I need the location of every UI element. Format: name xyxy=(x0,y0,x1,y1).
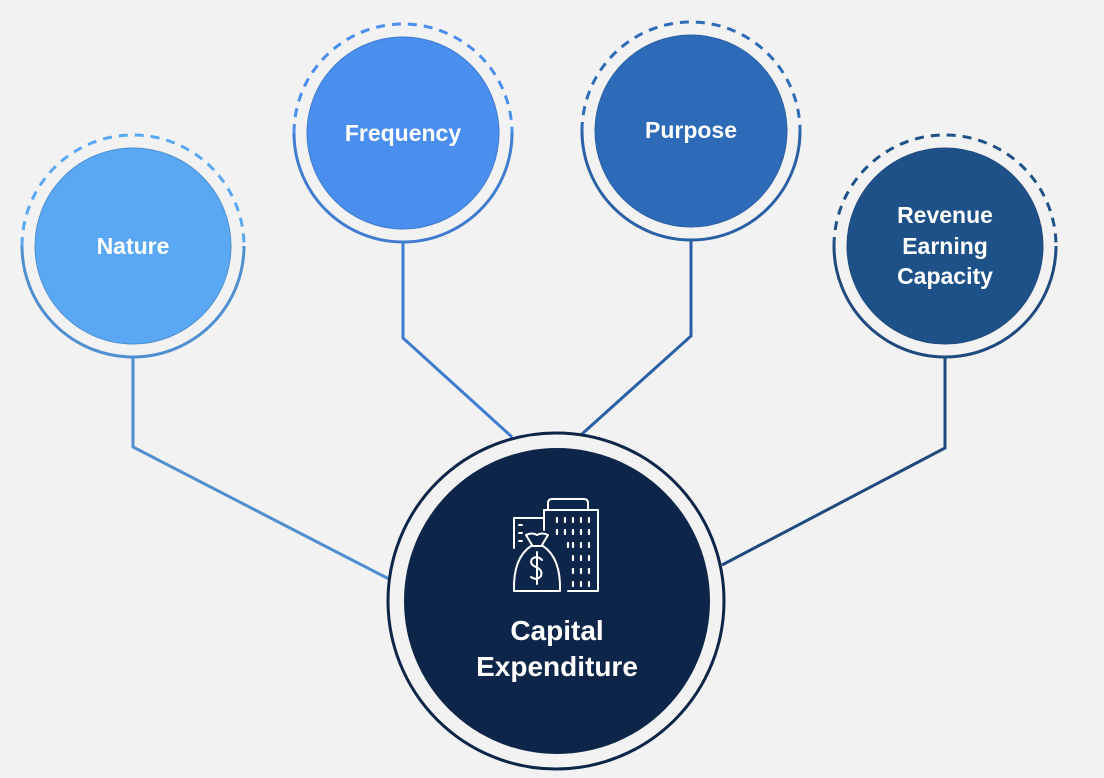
dashed-ring-arc xyxy=(20,133,246,247)
branch-nodes xyxy=(20,20,1058,359)
node-label-revenue-earning-capacity: Revenue Earning Capacity xyxy=(897,202,993,290)
node-label-purpose: Purpose xyxy=(644,116,738,143)
node-circle-revenue-earning-capacity xyxy=(846,147,1044,345)
dashed-ring-arc xyxy=(292,22,514,134)
node-purpose xyxy=(580,20,802,242)
center-circle xyxy=(404,448,710,754)
node-circle-frequency xyxy=(306,36,500,230)
center-outer-ring xyxy=(386,431,726,771)
connector-line-nature xyxy=(131,358,390,581)
node-revenue-earning-capacity xyxy=(832,133,1058,359)
node-circle-purpose xyxy=(594,34,788,228)
dashed-ring-arc xyxy=(580,20,802,132)
center-node-label: Capital Expenditure xyxy=(476,614,638,682)
node-frequency xyxy=(292,22,514,244)
connector-line-frequency xyxy=(401,243,514,439)
solid-ring-arc xyxy=(20,245,246,359)
connector-lines xyxy=(131,241,947,581)
node-circle-nature xyxy=(34,147,232,345)
solid-ring-arc xyxy=(832,245,1058,359)
node-label-nature: Nature xyxy=(96,232,170,259)
solid-ring-arc xyxy=(292,132,514,244)
connector-line-revenue-earning-capacity xyxy=(721,358,947,567)
connector-line-purpose xyxy=(580,241,693,436)
dashed-ring-arc xyxy=(832,133,1058,247)
solid-ring-arc xyxy=(580,130,802,242)
node-label-frequency: Frequency xyxy=(344,119,462,146)
buildings-money-bag-icon xyxy=(512,498,599,592)
center-node xyxy=(386,431,726,771)
node-nature xyxy=(20,133,246,359)
